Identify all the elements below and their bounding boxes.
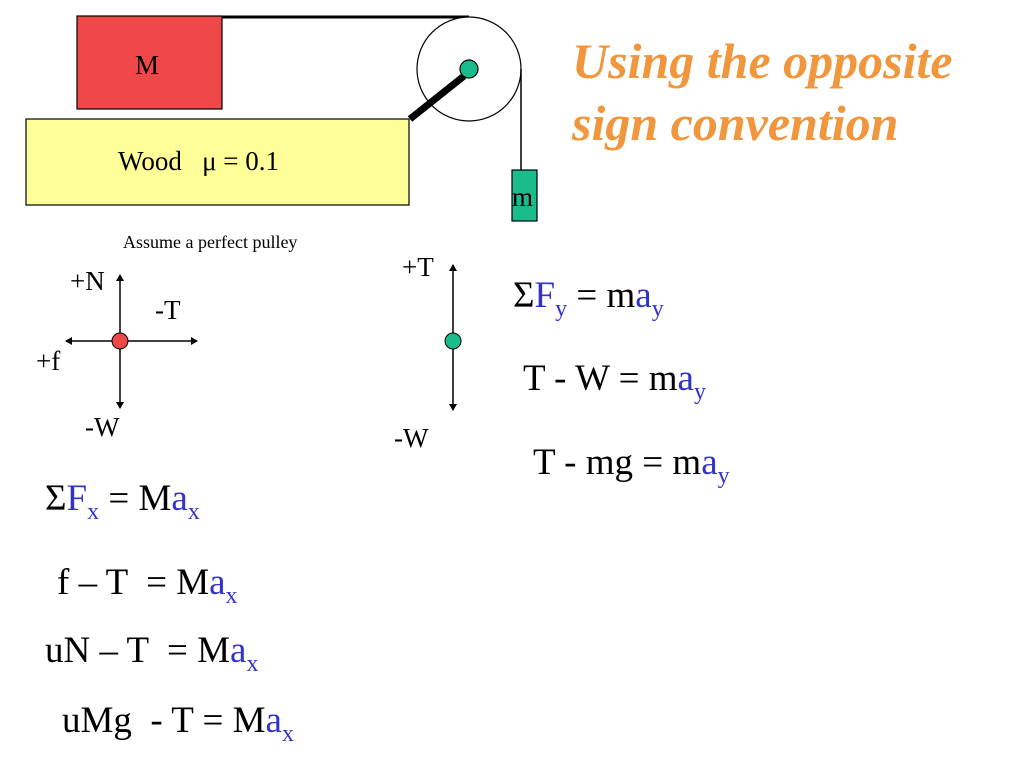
eq-y1-F-sub: y [555, 296, 568, 322]
equation-y-1: ΣFy = may [513, 275, 664, 322]
equation-y-2: T - W = may [523, 358, 706, 405]
eq-x1-a: ax [171, 478, 200, 525]
surface-mu: μ = 0.1 [202, 146, 280, 176]
title-line-2: sign convention [572, 95, 899, 151]
eq-x1-F: Fx [66, 478, 100, 525]
eq-y2-a: ay [677, 358, 706, 405]
eq-y1-F: Fy [534, 275, 568, 322]
title-line-1: Using the opposite [572, 33, 953, 89]
wood-surface [25, 118, 410, 206]
block-M-label: M [135, 50, 160, 80]
equation-x-3: uN – T = Max [45, 630, 259, 677]
eq-y1-sigma: Σ [513, 275, 535, 316]
eq-y2-lhs: T - W = m [523, 358, 678, 399]
block-M [76, 15, 223, 110]
pulley-arm [407, 73, 467, 122]
eq-y3-a: ay [701, 442, 730, 489]
fbd-M-normal-label: +N [70, 266, 105, 296]
fbd-m-tension-label: +T [402, 252, 434, 282]
fbd-M-weight-label: -W [85, 412, 120, 442]
eq-x1-sigma: Σ [45, 478, 67, 519]
assumption-note: Assume a perfect pulley [123, 232, 298, 252]
pulley-axle [459, 59, 479, 79]
hanging-mass-m [511, 169, 538, 222]
fbd-m-dot [444, 332, 462, 350]
fbd-M-tension-label: -T [155, 295, 181, 325]
eq-x1-rhs: = M [99, 478, 172, 519]
fbd-M-dot [111, 332, 129, 350]
eq-y1-rhs: = m [567, 275, 636, 316]
equation-x-2: f – T = Max [57, 562, 238, 609]
eq-y3-lhs: T - mg = m [533, 442, 702, 483]
surface-label: Wood μ = 0.1 [118, 146, 279, 177]
hanging-mass-label: m [512, 182, 534, 212]
equation-x-4: uMg - T = Max [62, 700, 294, 747]
eq-y1-a: ay [635, 275, 664, 322]
fbd-m-weight-label: -W [394, 423, 429, 453]
fbd-M-friction-label: +f [36, 346, 61, 376]
eq-x1-F-sub: x [87, 499, 100, 525]
eq-x4-lhs: uMg - T = M [62, 700, 266, 741]
eq-x2-a: ax [209, 562, 238, 609]
equation-x-1: ΣFx = Max [45, 478, 200, 525]
eq-x3-a: ax [230, 630, 259, 677]
equation-y-3: T - mg = may [533, 442, 730, 489]
surface-material: Wood [118, 146, 182, 176]
eq-x3-lhs: uN – T = M [45, 630, 230, 671]
eq-x2-lhs: f – T = M [57, 562, 210, 603]
eq-x4-a: ax [265, 700, 294, 747]
slide-title: Using the opposite sign convention [572, 30, 1022, 154]
